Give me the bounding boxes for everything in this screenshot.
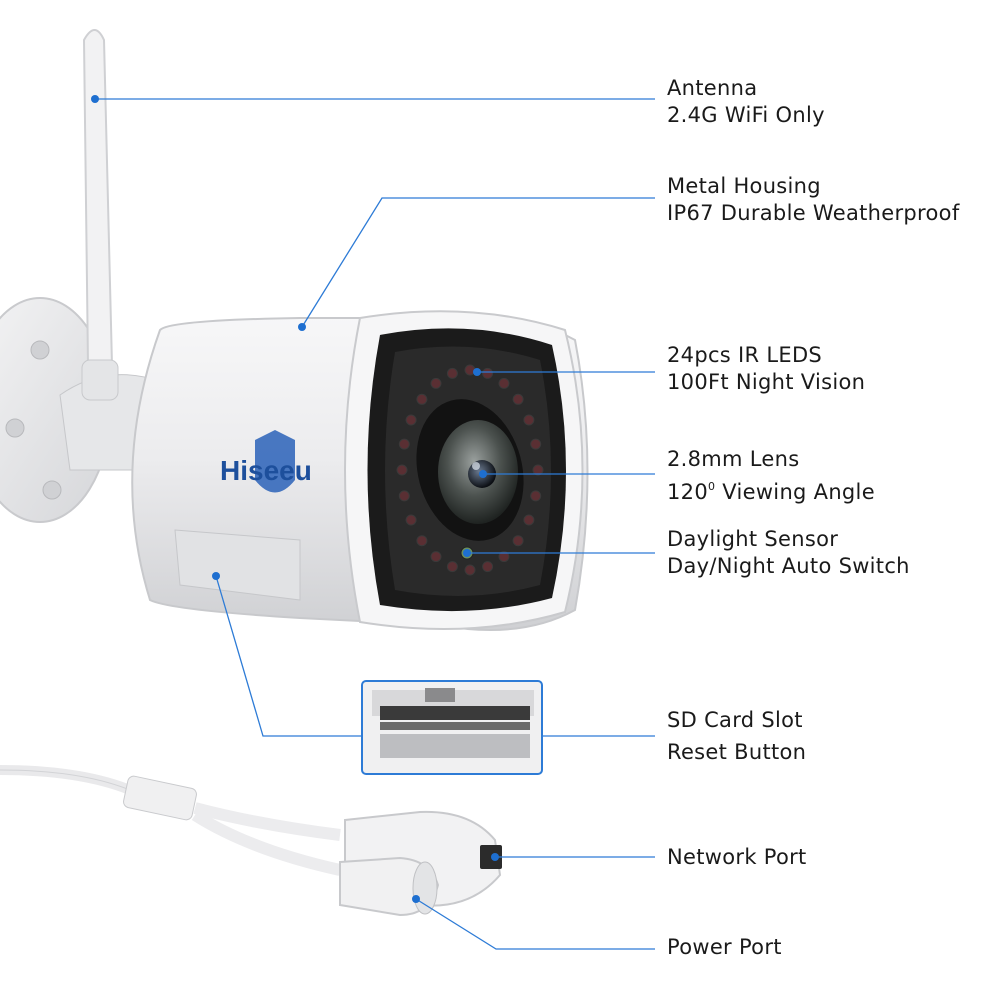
ir-led (498, 377, 510, 389)
callout-network-port: Network Port (667, 844, 807, 871)
callout-ir-title: 24pcs IR LEDS (667, 343, 823, 367)
sd-card-inset (361, 680, 543, 775)
ir-led (512, 393, 524, 405)
callout-sd-card: SD Card Slot Reset Button (667, 704, 806, 768)
ir-led (446, 561, 458, 573)
callout-housing-detail: IP67 Durable Weatherproof (667, 201, 960, 225)
leader-lines (95, 98, 655, 950)
callout-lens-detail: 1200 Viewing Angle (667, 480, 875, 504)
ir-led (532, 464, 544, 476)
ir-led (512, 535, 524, 547)
callout-reset-title: Reset Button (667, 740, 807, 764)
callout-lens: 2.8mm Lens 1200 Viewing Angle (667, 446, 875, 506)
ir-led (482, 561, 494, 573)
callout-antenna: Antenna 2.4G WiFi Only (667, 75, 825, 129)
ir-led (416, 393, 428, 405)
cables (0, 765, 502, 917)
callout-housing: Metal Housing IP67 Durable Weatherproof (667, 173, 960, 227)
callout-ir-detail: 100Ft Night Vision (667, 370, 866, 394)
callout-power-port: Power Port (667, 934, 782, 961)
callout-antenna-detail: 2.4G WiFi Only (667, 103, 825, 127)
ir-led (398, 438, 410, 450)
brand-logo: Hiseeu (220, 455, 312, 486)
callout-network-title: Network Port (667, 845, 807, 869)
ir-led (530, 490, 542, 502)
callout-housing-title: Metal Housing (667, 174, 821, 198)
ir-led (430, 377, 442, 389)
ir-led (530, 438, 542, 450)
ir-led (498, 551, 510, 563)
ir-led (405, 414, 417, 426)
callout-sensor: Daylight Sensor Day/Night Auto Switch (667, 526, 910, 580)
callout-sensor-detail: Day/Night Auto Switch (667, 554, 910, 578)
ir-led (398, 490, 410, 502)
callout-lens-title: 2.8mm Lens (667, 447, 800, 471)
ir-led (446, 367, 458, 379)
callout-sd-title: SD Card Slot (667, 708, 803, 732)
callout-antenna-title: Antenna (667, 76, 758, 100)
callout-ir-leds: 24pcs IR LEDS 100Ft Night Vision (667, 342, 865, 396)
callout-dots (91, 95, 499, 903)
ir-led (523, 514, 535, 526)
ir-led (464, 564, 476, 576)
ir-led (523, 414, 535, 426)
ir-led (396, 464, 408, 476)
ir-led (482, 367, 494, 379)
ir-led (405, 514, 417, 526)
ir-led-ring (396, 364, 544, 576)
callout-sensor-title: Daylight Sensor (667, 527, 839, 551)
antenna (81, 29, 119, 401)
ir-led (430, 551, 442, 563)
callout-power-title: Power Port (667, 935, 782, 959)
ir-led (416, 535, 428, 547)
front-bezel (344, 310, 584, 631)
